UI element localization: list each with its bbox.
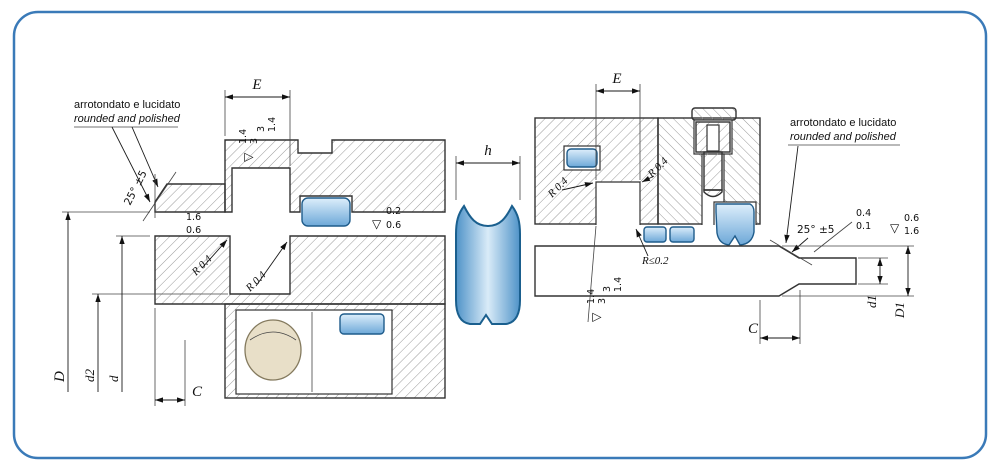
note-italian: arrotondato e lucidato: [74, 99, 180, 111]
note-leader: [131, 126, 159, 188]
seal-element: [669, 226, 695, 243]
roughness-flank-b: 3 1.4: [256, 117, 278, 132]
left-view: E ▽ 1.4 3 3 1.4 arrotondato e lucidato r…: [52, 77, 446, 406]
seal-profile: h: [455, 143, 521, 325]
ext-line: [813, 221, 853, 253]
roughness-value: 3: [597, 298, 608, 304]
roughness-value: 1.4: [238, 129, 249, 144]
wiper-seal: [715, 203, 755, 246]
rod: [534, 245, 857, 297]
page-border: [12, 10, 988, 460]
roughness-triangle-icon: ▽: [372, 217, 382, 231]
radius-leader: [561, 182, 594, 191]
roughness-value: 0.1: [856, 221, 871, 232]
roughness-value: 0.6: [386, 220, 401, 231]
ball-highlight: [249, 331, 297, 341]
note-leader: [111, 126, 151, 203]
dim-label-h: h: [484, 143, 492, 159]
dim-label-group: d2: [82, 369, 97, 383]
dim-label-d2: d2: [82, 369, 97, 383]
dim-label-group: D: [52, 371, 68, 383]
chamfer-extension: [142, 171, 177, 222]
dim-label-E: E: [251, 77, 261, 93]
roughness-value: 0.4: [856, 208, 871, 219]
guide-ring-seal: [339, 313, 385, 335]
o-ring-seal: [566, 148, 598, 168]
roughness-flank-a: ▽ 1.4 3: [238, 129, 260, 162]
radius-leader: [201, 239, 228, 269]
roughness-triangle-icon: ▽: [241, 152, 255, 162]
screw-tip: [703, 189, 723, 198]
roughness-value: 1.4: [586, 289, 597, 304]
u-cup-seal-cross-section: [455, 204, 521, 325]
radius-leader: [641, 175, 655, 183]
note-english: rounded and polished: [790, 131, 897, 143]
note-english: rounded and polished: [74, 113, 181, 125]
roughness-value: 0.6: [186, 225, 201, 236]
dim-label-D1: D1: [892, 302, 907, 319]
radius-leader: [255, 241, 288, 287]
dim-label-C: C: [192, 384, 203, 400]
seal-element: [643, 226, 667, 243]
angle-label: 25° ±5: [797, 224, 834, 236]
roughness-value: 1.4: [267, 117, 278, 132]
dim-label-E: E: [611, 71, 621, 87]
roughness-value: 1.6: [186, 212, 201, 223]
dim-label-d: d: [106, 375, 121, 382]
right-view: E R 0.4 R 0.4 R≤0.2 ▽ 1.4 3 3 1.4 arroto…: [534, 71, 919, 344]
dim-label-d1: d1: [864, 295, 879, 308]
cylinder-block: [224, 139, 446, 213]
dim-label-D: D: [52, 371, 68, 383]
roughness-value: 1.6: [904, 226, 919, 237]
roughness-value: 0.2: [386, 206, 401, 217]
angle-label: 25° ±5: [122, 169, 150, 208]
dim-label-group: D1: [892, 302, 907, 319]
roughness-value: 1.4: [613, 277, 624, 292]
roughness-triangle-icon: ▽: [890, 221, 900, 235]
dim-label-group: d: [106, 375, 121, 382]
ext-line: [587, 225, 597, 323]
angle-label-group: 25° ±5: [122, 169, 150, 208]
dim-label-C: C: [748, 321, 759, 337]
radius-label: R≤0.2: [641, 255, 669, 267]
radius-leader: [635, 228, 649, 257]
screw-boss: [691, 107, 737, 121]
note-italian: arrotondato e lucidato: [790, 117, 896, 129]
angle-leader: [791, 237, 809, 253]
roughness-value: 3: [602, 286, 613, 292]
roughness-triangle-icon: ▽: [589, 312, 603, 322]
roughness-value: 3: [249, 138, 260, 144]
screw-shank: [703, 151, 723, 191]
roughness-flank-a: ▽ 1.4 3: [586, 289, 608, 322]
note-leader: [784, 145, 799, 244]
dim-label-group: d1: [864, 295, 879, 308]
roughness-flank-b: 3 1.4: [602, 277, 624, 292]
bearing-ball: [244, 319, 302, 381]
screw-socket: [706, 124, 720, 152]
roughness-value: 0.6: [904, 213, 919, 224]
chamfer-extension: [769, 239, 813, 266]
seal-groove: [595, 181, 641, 225]
roughness-value: 3: [256, 126, 267, 132]
piston-seal-element: [301, 197, 351, 227]
